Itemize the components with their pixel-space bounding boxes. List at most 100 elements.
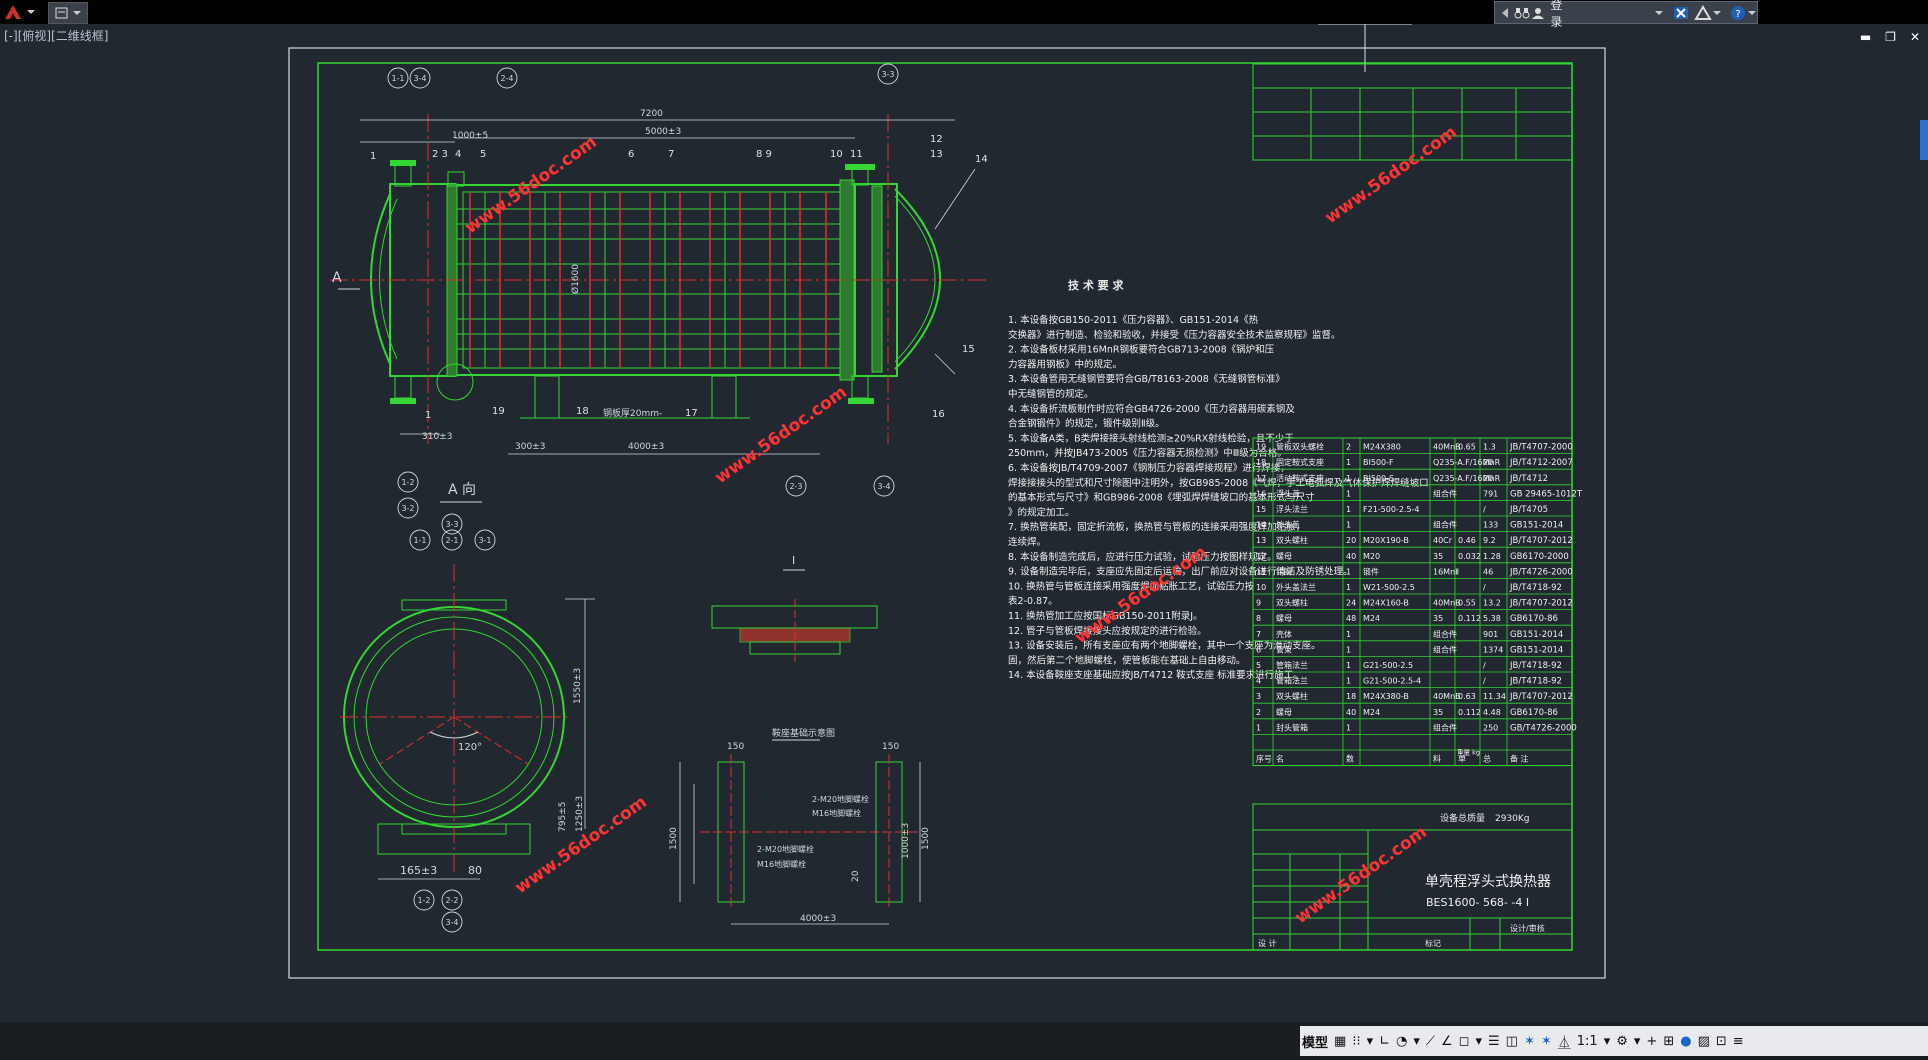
- bom-cell: 1.28: [1483, 552, 1501, 561]
- tech-line: 250mm，并按JB473-2005《压力容器无损检测》中Ⅲ级为合格。: [1008, 447, 1287, 459]
- tech-line: 合金钢锻件》的规定，锻件级别Ⅱ级。: [1008, 418, 1165, 430]
- chevron-down-icon[interactable]: ▾: [1366, 1033, 1374, 1049]
- clean-screen-icon[interactable]: ⊡: [1715, 1033, 1727, 1049]
- model-tab[interactable]: 模型: [1302, 1035, 1329, 1051]
- polar-icon[interactable]: ◔: [1396, 1033, 1408, 1049]
- dim-label: 150: [727, 742, 744, 752]
- bom-cell: 1: [1346, 567, 1351, 576]
- bom-cell: M20X190-B: [1363, 536, 1409, 545]
- tech-line: 14. 本设备鞍座支座基础应按JB/T4712 鞍式支座 标准要求进行施工。: [1008, 669, 1303, 681]
- gear-icon[interactable]: ⚙: [1616, 1033, 1628, 1049]
- zone-label: 1-1: [409, 529, 431, 551]
- bom-cell: 1: [1346, 677, 1351, 686]
- workspace-switch-icon[interactable]: ⊞: [1663, 1033, 1675, 1049]
- title-small-label: 设计/审核: [1510, 923, 1545, 933]
- chevron-down-icon[interactable]: ▾: [1475, 1033, 1482, 1049]
- login-toolbar[interactable]: 登录 ?: [1494, 0, 1758, 29]
- snap-icon[interactable]: ⁝⁝: [1352, 1033, 1361, 1049]
- bom-header: 数: [1346, 754, 1354, 764]
- total-weight-value: 2930Kg: [1495, 814, 1530, 824]
- dim-label: 1000±3: [901, 823, 911, 859]
- bom-cell: 外头盖: [1276, 520, 1300, 530]
- technical-requirements: 技 术 要 求 1. 本设备按GB150-2011《压力容器》、GB151-20…: [1008, 278, 1429, 681]
- a360-icon[interactable]: [1693, 4, 1712, 21]
- dim-label: 1550±3: [573, 668, 583, 704]
- isodraft-icon[interactable]: ⟋: [1425, 1033, 1435, 1049]
- plus-icon[interactable]: +: [1646, 1033, 1658, 1049]
- object-snap-icon[interactable]: ◻: [1458, 1033, 1470, 1049]
- drawing-canvas[interactable]: 7200 1000±5 5000±3 310±3 300±3 4000±3 Ø1…: [0, 24, 1928, 1024]
- part-number: 2 3: [432, 149, 448, 160]
- chevron-down-icon[interactable]: ▾: [1413, 1033, 1420, 1049]
- bom-cell: 1: [1256, 723, 1261, 732]
- bom-cell: Q235-A.F/16MnR: [1433, 458, 1501, 467]
- bom-cell: 1: [1346, 630, 1351, 639]
- customize-menu-icon[interactable]: ≡: [1732, 1033, 1744, 1049]
- bom-cell: 20: [1483, 458, 1493, 467]
- dim-label: 310±3: [422, 432, 452, 442]
- bom-cell: JB/T4718-92: [1509, 661, 1562, 671]
- bom-cell: 0.112: [1458, 614, 1481, 623]
- annotation-scale-icon[interactable]: ⏅: [1557, 1035, 1571, 1051]
- close-icon[interactable]: ✕: [1909, 30, 1920, 44]
- login-label[interactable]: 登录: [1550, 0, 1563, 29]
- bom-cell: /: [1483, 505, 1486, 514]
- object-snap-tracking-icon[interactable]: ∠: [1441, 1033, 1453, 1049]
- transparency-icon[interactable]: ◫: [1505, 1033, 1518, 1049]
- bom-cell: 40MnB: [1433, 599, 1461, 608]
- bom-cell: 35: [1433, 614, 1443, 623]
- saddle-foundation-view: 鞍座基础示意图 150 150 20 1000±3 1500 1500 4000…: [669, 727, 931, 925]
- svg-text:2-4: 2-4: [500, 74, 513, 83]
- bom-cell: 2: [1346, 443, 1351, 452]
- isolate-objects-icon[interactable]: ●: [1680, 1033, 1692, 1049]
- bom-cell: 24: [1346, 599, 1356, 608]
- dim-label: 1250±3: [575, 796, 585, 832]
- part-number: 11: [850, 149, 863, 160]
- scroll-indicator[interactable]: [1920, 120, 1928, 160]
- bom-cell: 4: [1256, 677, 1261, 686]
- bom-cell: 组合件: [1433, 629, 1457, 639]
- hardware-acceleration-icon[interactable]: ▨: [1697, 1033, 1710, 1049]
- watermark-text: www.56doc.com: [711, 382, 850, 488]
- bom-cell: G21-500-2.5: [1363, 661, 1413, 670]
- tech-line: 2. 本设备板材采用16MnR钢板要符合GB713-2008《锅炉和压: [1008, 344, 1275, 356]
- dim-label: 795±5: [558, 802, 568, 832]
- chevron-down-icon[interactable]: ▾: [1603, 1033, 1611, 1049]
- bom-cell: 901: [1483, 630, 1498, 639]
- bom-cell: 9.2: [1483, 536, 1496, 545]
- chevron-down-icon[interactable]: ▾: [1633, 1033, 1641, 1049]
- bom-cell: JB/T4718-92: [1509, 583, 1562, 593]
- drawing-code: BES1600- 568- -4 I: [1426, 896, 1529, 909]
- bom-cell: /: [1483, 661, 1486, 670]
- bom-cell: M24X380: [1363, 443, 1401, 452]
- bom-cell: 封头管箱: [1276, 722, 1308, 732]
- scale-label[interactable]: 1:1: [1576, 1033, 1598, 1049]
- svg-text:2-2: 2-2: [445, 896, 458, 905]
- tech-line: 中无缝钢管的规定。: [1008, 388, 1094, 400]
- annotation-visibility-icon[interactable]: ✶: [1523, 1033, 1535, 1049]
- grid-icon[interactable]: ▦: [1334, 1033, 1347, 1049]
- auto-scale-icon[interactable]: ✶: [1540, 1033, 1552, 1049]
- tech-line: 表2-0.87。: [1008, 595, 1058, 607]
- bom-cell: 10: [1256, 583, 1266, 592]
- ortho-icon[interactable]: ∟: [1379, 1033, 1391, 1049]
- help-icon[interactable]: ?: [1729, 5, 1747, 21]
- bom-cell: 0.46: [1458, 536, 1476, 545]
- part-number: 15: [962, 344, 975, 355]
- tech-line: 1. 本设备按GB150-2011《压力容器》、GB151-2014《热: [1008, 314, 1259, 326]
- floor-note: 钢板厚20mm-: [603, 407, 662, 419]
- minimize-icon[interactable]: ▬: [1859, 30, 1872, 44]
- restore-icon[interactable]: ❐: [1885, 30, 1896, 44]
- dim-overall-length: 7200: [640, 109, 663, 119]
- exchange-icon[interactable]: [1672, 5, 1690, 21]
- quick-access-toolbar[interactable]: [48, 2, 88, 24]
- bom-cell: /: [1483, 677, 1486, 686]
- bom-cell: JB/T4718-92: [1509, 677, 1562, 687]
- dim-label: 4000±3: [628, 442, 664, 452]
- application-menu-button[interactable]: [2, 2, 48, 22]
- viewport-label[interactable]: [-][俯视][二维线框]: [4, 29, 109, 43]
- bom-cell: JB/T4707-2012: [1509, 536, 1573, 546]
- lineweight-icon[interactable]: ☰: [1487, 1033, 1500, 1049]
- window-controls: ▬ ❐ ✕: [1860, 30, 1920, 44]
